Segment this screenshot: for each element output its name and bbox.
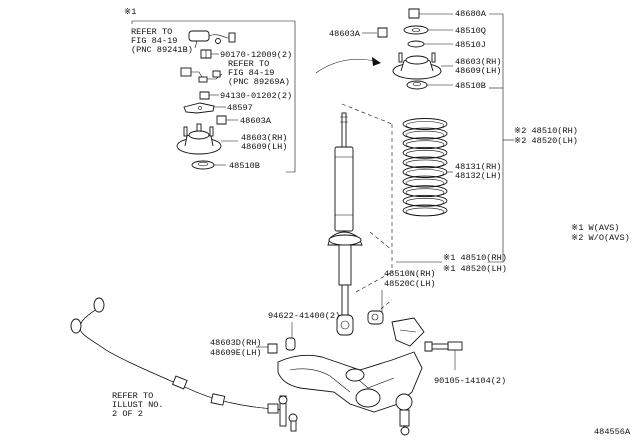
- svg-text:48510B: 48510B: [455, 81, 486, 91]
- nut-90170: 90170-12009(2): [200, 49, 292, 60]
- group1-bracket: ※1: [124, 7, 296, 173]
- svg-text:48603(RH): 48603(RH): [455, 57, 501, 67]
- assembly-dashed-lines: [341, 103, 393, 319]
- nut-94130: 94130-01202(2): [199, 91, 292, 101]
- svg-text:48510B: 48510B: [229, 161, 260, 171]
- svg-text:※1 48510(RH): ※1 48510(RH): [443, 253, 507, 263]
- svg-text:REFER TO: REFER TO: [112, 391, 153, 401]
- svg-text:48603A: 48603A: [240, 116, 272, 126]
- group1-marker: ※1: [124, 7, 136, 17]
- svg-text:94622-41400(2): 94622-41400(2): [268, 311, 340, 321]
- bolt-90105: 90105-14104(2): [424, 341, 506, 386]
- svg-text:48131(RH): 48131(RH): [455, 162, 501, 172]
- height-sensor-part: [188, 30, 236, 49]
- stabilizer-bar: [70, 297, 298, 432]
- svg-text:(PNC 89241B): (PNC 89241B): [131, 45, 193, 55]
- bracket-48597: 48597: [183, 102, 253, 114]
- svg-text:※2 48510(RH): ※2 48510(RH): [514, 126, 578, 136]
- refer-illust-note: REFER TO ILLUST NO. 2 OF 2: [112, 391, 164, 419]
- svg-text:48510Q: 48510Q: [455, 26, 486, 36]
- svg-text:48520C(LH): 48520C(LH): [384, 279, 436, 289]
- shock-absorber: [327, 112, 363, 336]
- refer-note-a: REFER TO FIG 84-19 (PNC 89241B): [131, 27, 193, 55]
- right-bracket: [488, 13, 514, 263]
- svg-text:48680A: 48680A: [455, 9, 487, 19]
- svg-text:90105-14104(2): 90105-14104(2): [434, 376, 506, 386]
- figure-id: 484556A: [594, 427, 631, 437]
- svg-text:48603D(RH): 48603D(RH): [210, 338, 262, 348]
- legend: ※1 W(AVS) ※2 W/O(AVS): [571, 223, 630, 243]
- svg-text:REFER TO: REFER TO: [131, 27, 172, 37]
- svg-text:※1 48520(LH): ※1 48520(LH): [443, 264, 507, 274]
- svg-text:90170-12009(2): 90170-12009(2): [220, 50, 292, 60]
- svg-text:FIG 84-19: FIG 84-19: [228, 68, 274, 78]
- svg-text:48597: 48597: [227, 103, 253, 113]
- seat-48510B-left: 48510B: [191, 160, 260, 171]
- svg-text:※1 W(AVS): ※1 W(AVS): [571, 223, 619, 233]
- svg-text:48132(LH): 48132(LH): [455, 171, 501, 181]
- svg-text:FIG 84-19: FIG 84-19: [131, 36, 177, 46]
- svg-text:REFER TO: REFER TO: [228, 59, 269, 69]
- svg-text:48510N(RH): 48510N(RH): [384, 269, 436, 279]
- direction-arrow: [315, 57, 381, 74]
- svg-text:(PNC 89269A): (PNC 89269A): [228, 77, 290, 87]
- svg-text:94130-01202(2): 94130-01202(2): [220, 91, 292, 101]
- lower-control-arm: [277, 317, 425, 436]
- svg-text:※2 W/O(AVS): ※2 W/O(AVS): [571, 233, 630, 243]
- svg-text:48603(RH): 48603(RH): [241, 133, 287, 143]
- svg-text:2 OF 2: 2 OF 2: [112, 409, 143, 419]
- wire-harness-part: [180, 67, 223, 83]
- top-right-stack: 48603A 48680A 48510Q 48510J 48603(RH) 48…: [329, 8, 501, 91]
- svg-text:ILLUST NO.: ILLUST NO.: [112, 400, 164, 410]
- refer-note-b: REFER TO FIG 84-19 (PNC 89269A): [228, 59, 290, 87]
- coil-spring: 48131(RH) 48132(LH) ※2 48510(RH) ※2 4852…: [402, 118, 578, 217]
- svg-text:48609E(LH): 48609E(LH): [210, 348, 262, 358]
- nut-48603A-left: 48603A: [216, 115, 272, 126]
- svg-text:48609(LH): 48609(LH): [455, 66, 501, 76]
- svg-text:48609(LH): 48609(LH): [241, 142, 287, 152]
- upper-support-left: 48603(RH) 48609(LH): [176, 123, 287, 155]
- shock-labels: ※1 48510(RH) ※1 48520(LH) 48510N(RH) 485…: [367, 253, 507, 325]
- bushing-group: 94622-41400(2) 48603D(RH) 48609E(LH): [210, 311, 340, 358]
- svg-text:48603A: 48603A: [329, 29, 361, 39]
- svg-text:48510J: 48510J: [455, 40, 486, 50]
- svg-text:※2 48520(LH): ※2 48520(LH): [514, 136, 578, 146]
